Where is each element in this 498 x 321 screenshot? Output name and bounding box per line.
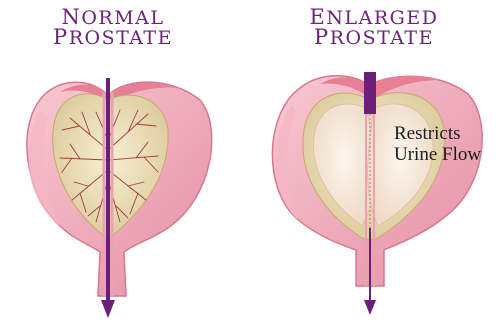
normal-prostate-illustration: [27, 78, 212, 318]
enlarged-prostate-illustration: [272, 72, 482, 315]
annotation-line-2: Urine Flow: [394, 144, 498, 165]
restricts-urine-flow-label: Restricts Urine Flow: [394, 123, 498, 165]
enlarged-flow-arrow-head: [364, 300, 376, 315]
annotation-line-1: Restricts: [394, 123, 498, 144]
normal-flow-arrow-head: [101, 300, 115, 318]
enlarged-flow-arrow-wide: [364, 72, 376, 114]
